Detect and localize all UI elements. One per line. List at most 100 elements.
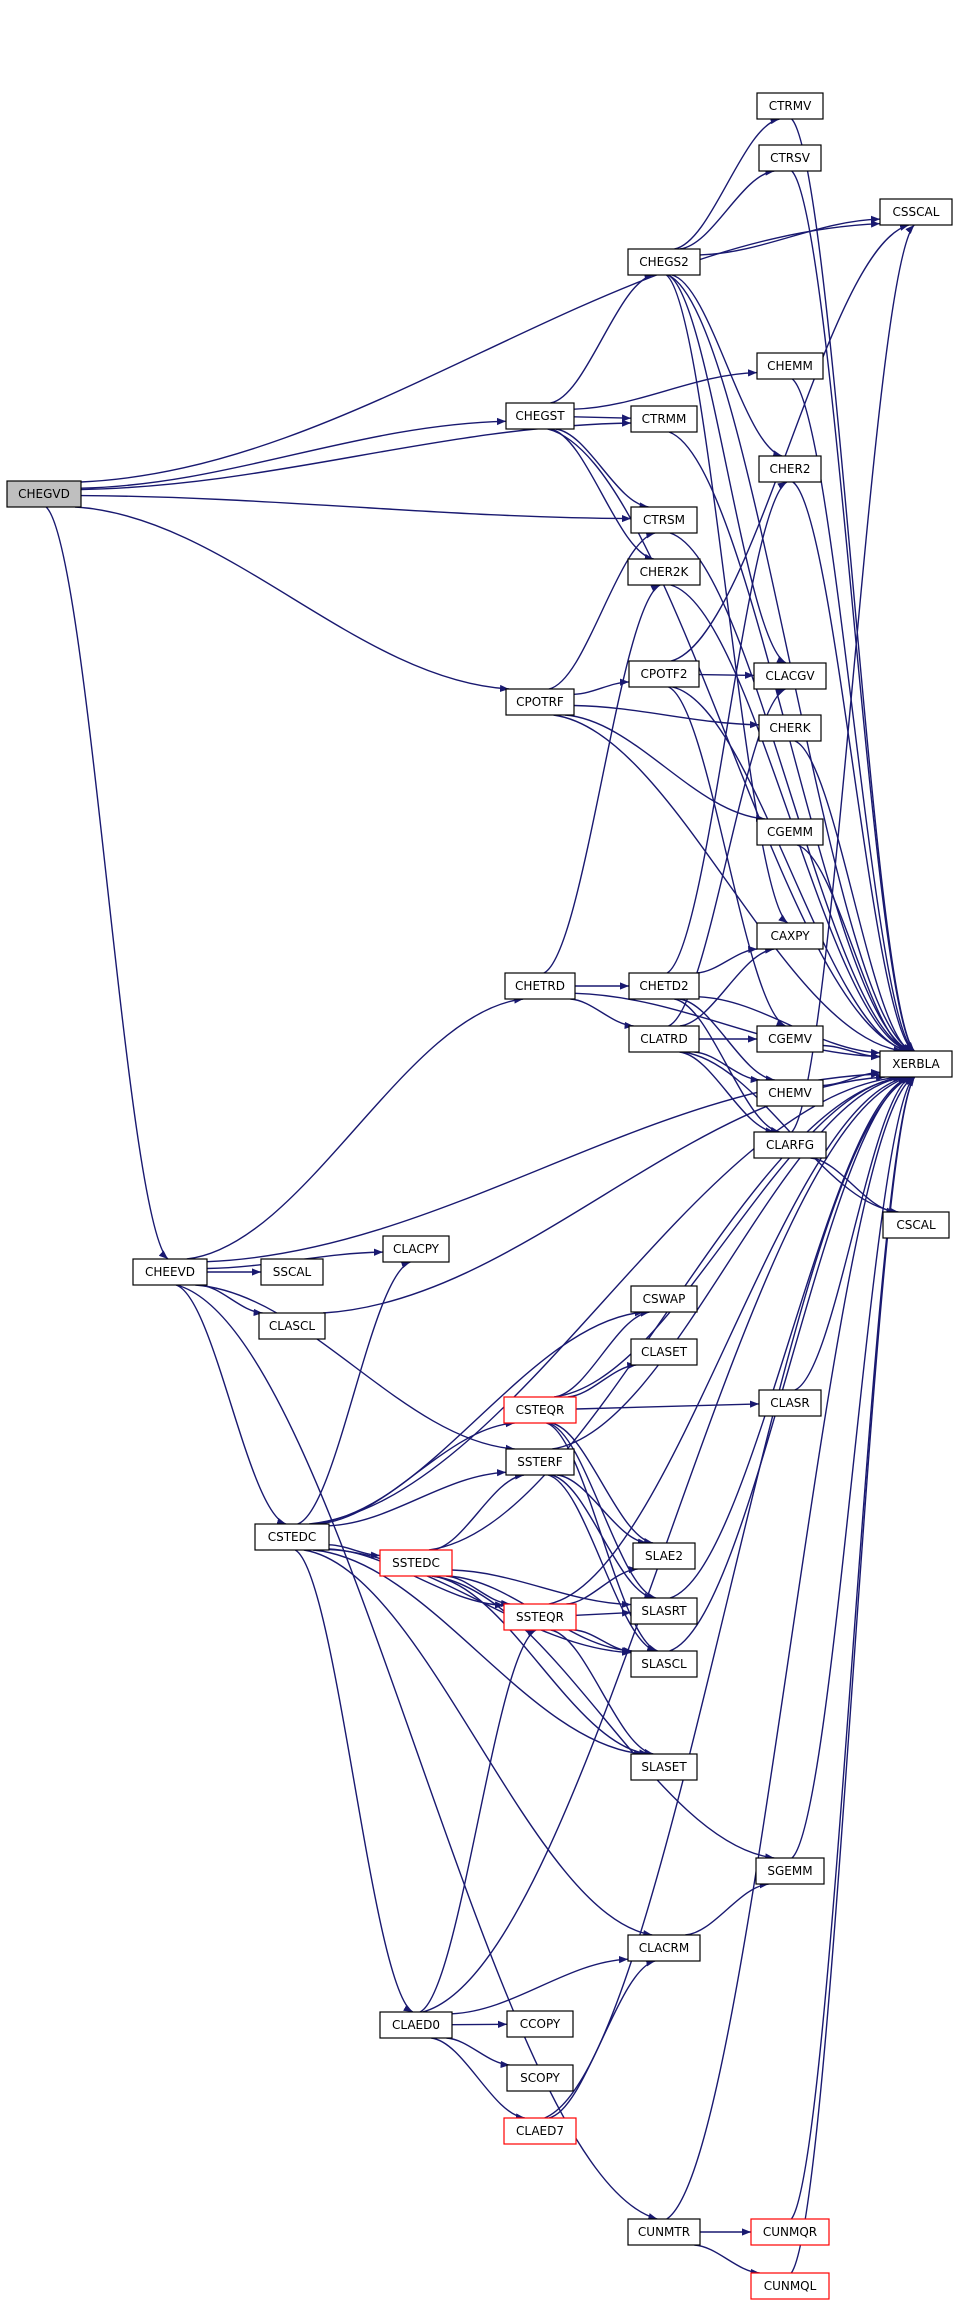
node-box-ssteqr[interactable] [503, 1603, 577, 1631]
node-csteqr[interactable]: CSTEQR [503, 1396, 577, 1424]
node-clacrm[interactable]: CLACRM [627, 1934, 701, 1962]
node-chemv[interactable]: CHEMV [756, 1079, 824, 1107]
node-box-cher2k[interactable] [627, 558, 701, 586]
node-box-clatrd[interactable] [628, 1025, 700, 1053]
node-slasrt[interactable]: SLASRT [630, 1597, 698, 1625]
node-cgemv[interactable]: CGEMV [756, 1025, 824, 1053]
node-chegst[interactable]: CHEGST [505, 402, 575, 430]
node-box-chetd2[interactable] [628, 972, 700, 1000]
node-ssterf[interactable]: SSTERF [505, 1448, 575, 1476]
node-ctrsv[interactable]: CTRSV [758, 144, 822, 172]
node-box-cunmtr[interactable] [627, 2218, 701, 2246]
node-box-xerbla[interactable] [879, 1050, 953, 1078]
node-box-clacpy[interactable] [382, 1235, 450, 1263]
node-box-cscal[interactable] [882, 1211, 950, 1239]
node-ccopy[interactable]: CCOPY [506, 2010, 574, 2038]
node-box-ccopy[interactable] [506, 2010, 574, 2038]
node-box-cswap[interactable] [630, 1285, 698, 1313]
node-box-claed0[interactable] [379, 2011, 453, 2039]
node-box-claed7[interactable] [503, 2117, 577, 2145]
node-box-cpotrf[interactable] [505, 688, 575, 716]
node-caxpy[interactable]: CAXPY [756, 922, 824, 950]
node-box-chemm[interactable] [756, 352, 824, 380]
node-clatrd[interactable]: CLATRD [628, 1025, 700, 1053]
node-box-claset[interactable] [630, 1338, 698, 1366]
node-cher2[interactable]: CHER2 [758, 455, 822, 483]
node-box-sstedc[interactable] [379, 1549, 453, 1577]
node-box-csscal[interactable] [879, 198, 953, 226]
node-cgemm[interactable]: CGEMM [756, 818, 824, 846]
node-box-cgemv[interactable] [756, 1025, 824, 1053]
node-sscal[interactable]: SSCAL [260, 1258, 324, 1286]
node-claset[interactable]: CLASET [630, 1338, 698, 1366]
node-box-ssterf[interactable] [505, 1448, 575, 1476]
node-slaset[interactable]: SLASET [630, 1753, 698, 1781]
node-clasr[interactable]: CLASR [758, 1389, 822, 1417]
node-box-cunmql[interactable] [750, 2272, 830, 2300]
node-box-ctrmm[interactable] [630, 405, 698, 433]
node-ctrmm[interactable]: CTRMM [630, 405, 698, 433]
node-sstedc[interactable]: SSTEDC [379, 1549, 453, 1577]
node-box-cher2[interactable] [758, 455, 822, 483]
node-box-cstedc[interactable] [254, 1523, 330, 1551]
node-cpotf2[interactable]: CPOTF2 [628, 660, 700, 688]
node-box-cpotf2[interactable] [628, 660, 700, 688]
node-clacpy[interactable]: CLACPY [382, 1235, 450, 1263]
node-box-ctrsv[interactable] [758, 144, 822, 172]
node-box-chegst[interactable] [505, 402, 575, 430]
node-clacgv[interactable]: CLACGV [753, 662, 827, 690]
node-claed0[interactable]: CLAED0 [379, 2011, 453, 2039]
node-box-clarfg[interactable] [753, 1131, 827, 1159]
node-cheevd[interactable]: CHEEVD [132, 1258, 208, 1286]
node-box-clascl[interactable] [258, 1312, 326, 1340]
node-box-chegvd[interactable] [6, 480, 82, 508]
node-box-clasr[interactable] [758, 1389, 822, 1417]
node-box-cgemm[interactable] [756, 818, 824, 846]
node-box-chemv[interactable] [756, 1079, 824, 1107]
node-box-slaset[interactable] [630, 1753, 698, 1781]
node-box-chetrd[interactable] [504, 972, 576, 1000]
node-slascl[interactable]: SLASCL [630, 1650, 698, 1678]
node-slae2[interactable]: SLAE2 [632, 1542, 696, 1570]
node-cswap[interactable]: CSWAP [630, 1285, 698, 1313]
node-chegvd[interactable]: CHEGVD [6, 480, 82, 508]
node-box-chegs2[interactable] [627, 248, 701, 276]
node-chemm[interactable]: CHEMM [756, 352, 824, 380]
node-cher2k[interactable]: CHER2K [627, 558, 701, 586]
node-box-cunmqr[interactable] [750, 2218, 830, 2246]
node-clarfg[interactable]: CLARFG [753, 1131, 827, 1159]
node-box-ctrsm[interactable] [630, 506, 698, 534]
node-chetrd[interactable]: CHETRD [504, 972, 576, 1000]
node-ssteqr[interactable]: SSTEQR [503, 1603, 577, 1631]
node-csscal[interactable]: CSSCAL [879, 198, 953, 226]
node-box-clacgv[interactable] [753, 662, 827, 690]
node-cpotrf[interactable]: CPOTRF [505, 688, 575, 716]
node-box-scopy[interactable] [506, 2064, 574, 2092]
node-box-slascl[interactable] [630, 1650, 698, 1678]
node-cunmql[interactable]: CUNMQL [750, 2272, 830, 2300]
node-box-clacrm[interactable] [627, 1934, 701, 1962]
node-box-cherk[interactable] [758, 714, 822, 742]
node-cscal[interactable]: CSCAL [882, 1211, 950, 1239]
node-box-csteqr[interactable] [503, 1396, 577, 1424]
node-box-caxpy[interactable] [756, 922, 824, 950]
node-box-slasrt[interactable] [630, 1597, 698, 1625]
node-box-cheevd[interactable] [132, 1258, 208, 1286]
node-scopy[interactable]: SCOPY [506, 2064, 574, 2092]
node-clascl[interactable]: CLASCL [258, 1312, 326, 1340]
node-chetd2[interactable]: CHETD2 [628, 972, 700, 1000]
node-claed7[interactable]: CLAED7 [503, 2117, 577, 2145]
node-xerbla[interactable]: XERBLA [879, 1050, 953, 1078]
node-box-sgemm[interactable] [755, 1857, 825, 1885]
node-sgemm[interactable]: SGEMM [755, 1857, 825, 1885]
node-cunmqr[interactable]: CUNMQR [750, 2218, 830, 2246]
node-ctrmv[interactable]: CTRMV [756, 92, 824, 120]
node-box-sscal[interactable] [260, 1258, 324, 1286]
node-cherk[interactable]: CHERK [758, 714, 822, 742]
node-cstedc[interactable]: CSTEDC [254, 1523, 330, 1551]
node-ctrsm[interactable]: CTRSM [630, 506, 698, 534]
node-box-slae2[interactable] [632, 1542, 696, 1570]
node-cunmtr[interactable]: CUNMTR [627, 2218, 701, 2246]
node-chegs2[interactable]: CHEGS2 [627, 248, 701, 276]
node-box-ctrmv[interactable] [756, 92, 824, 120]
